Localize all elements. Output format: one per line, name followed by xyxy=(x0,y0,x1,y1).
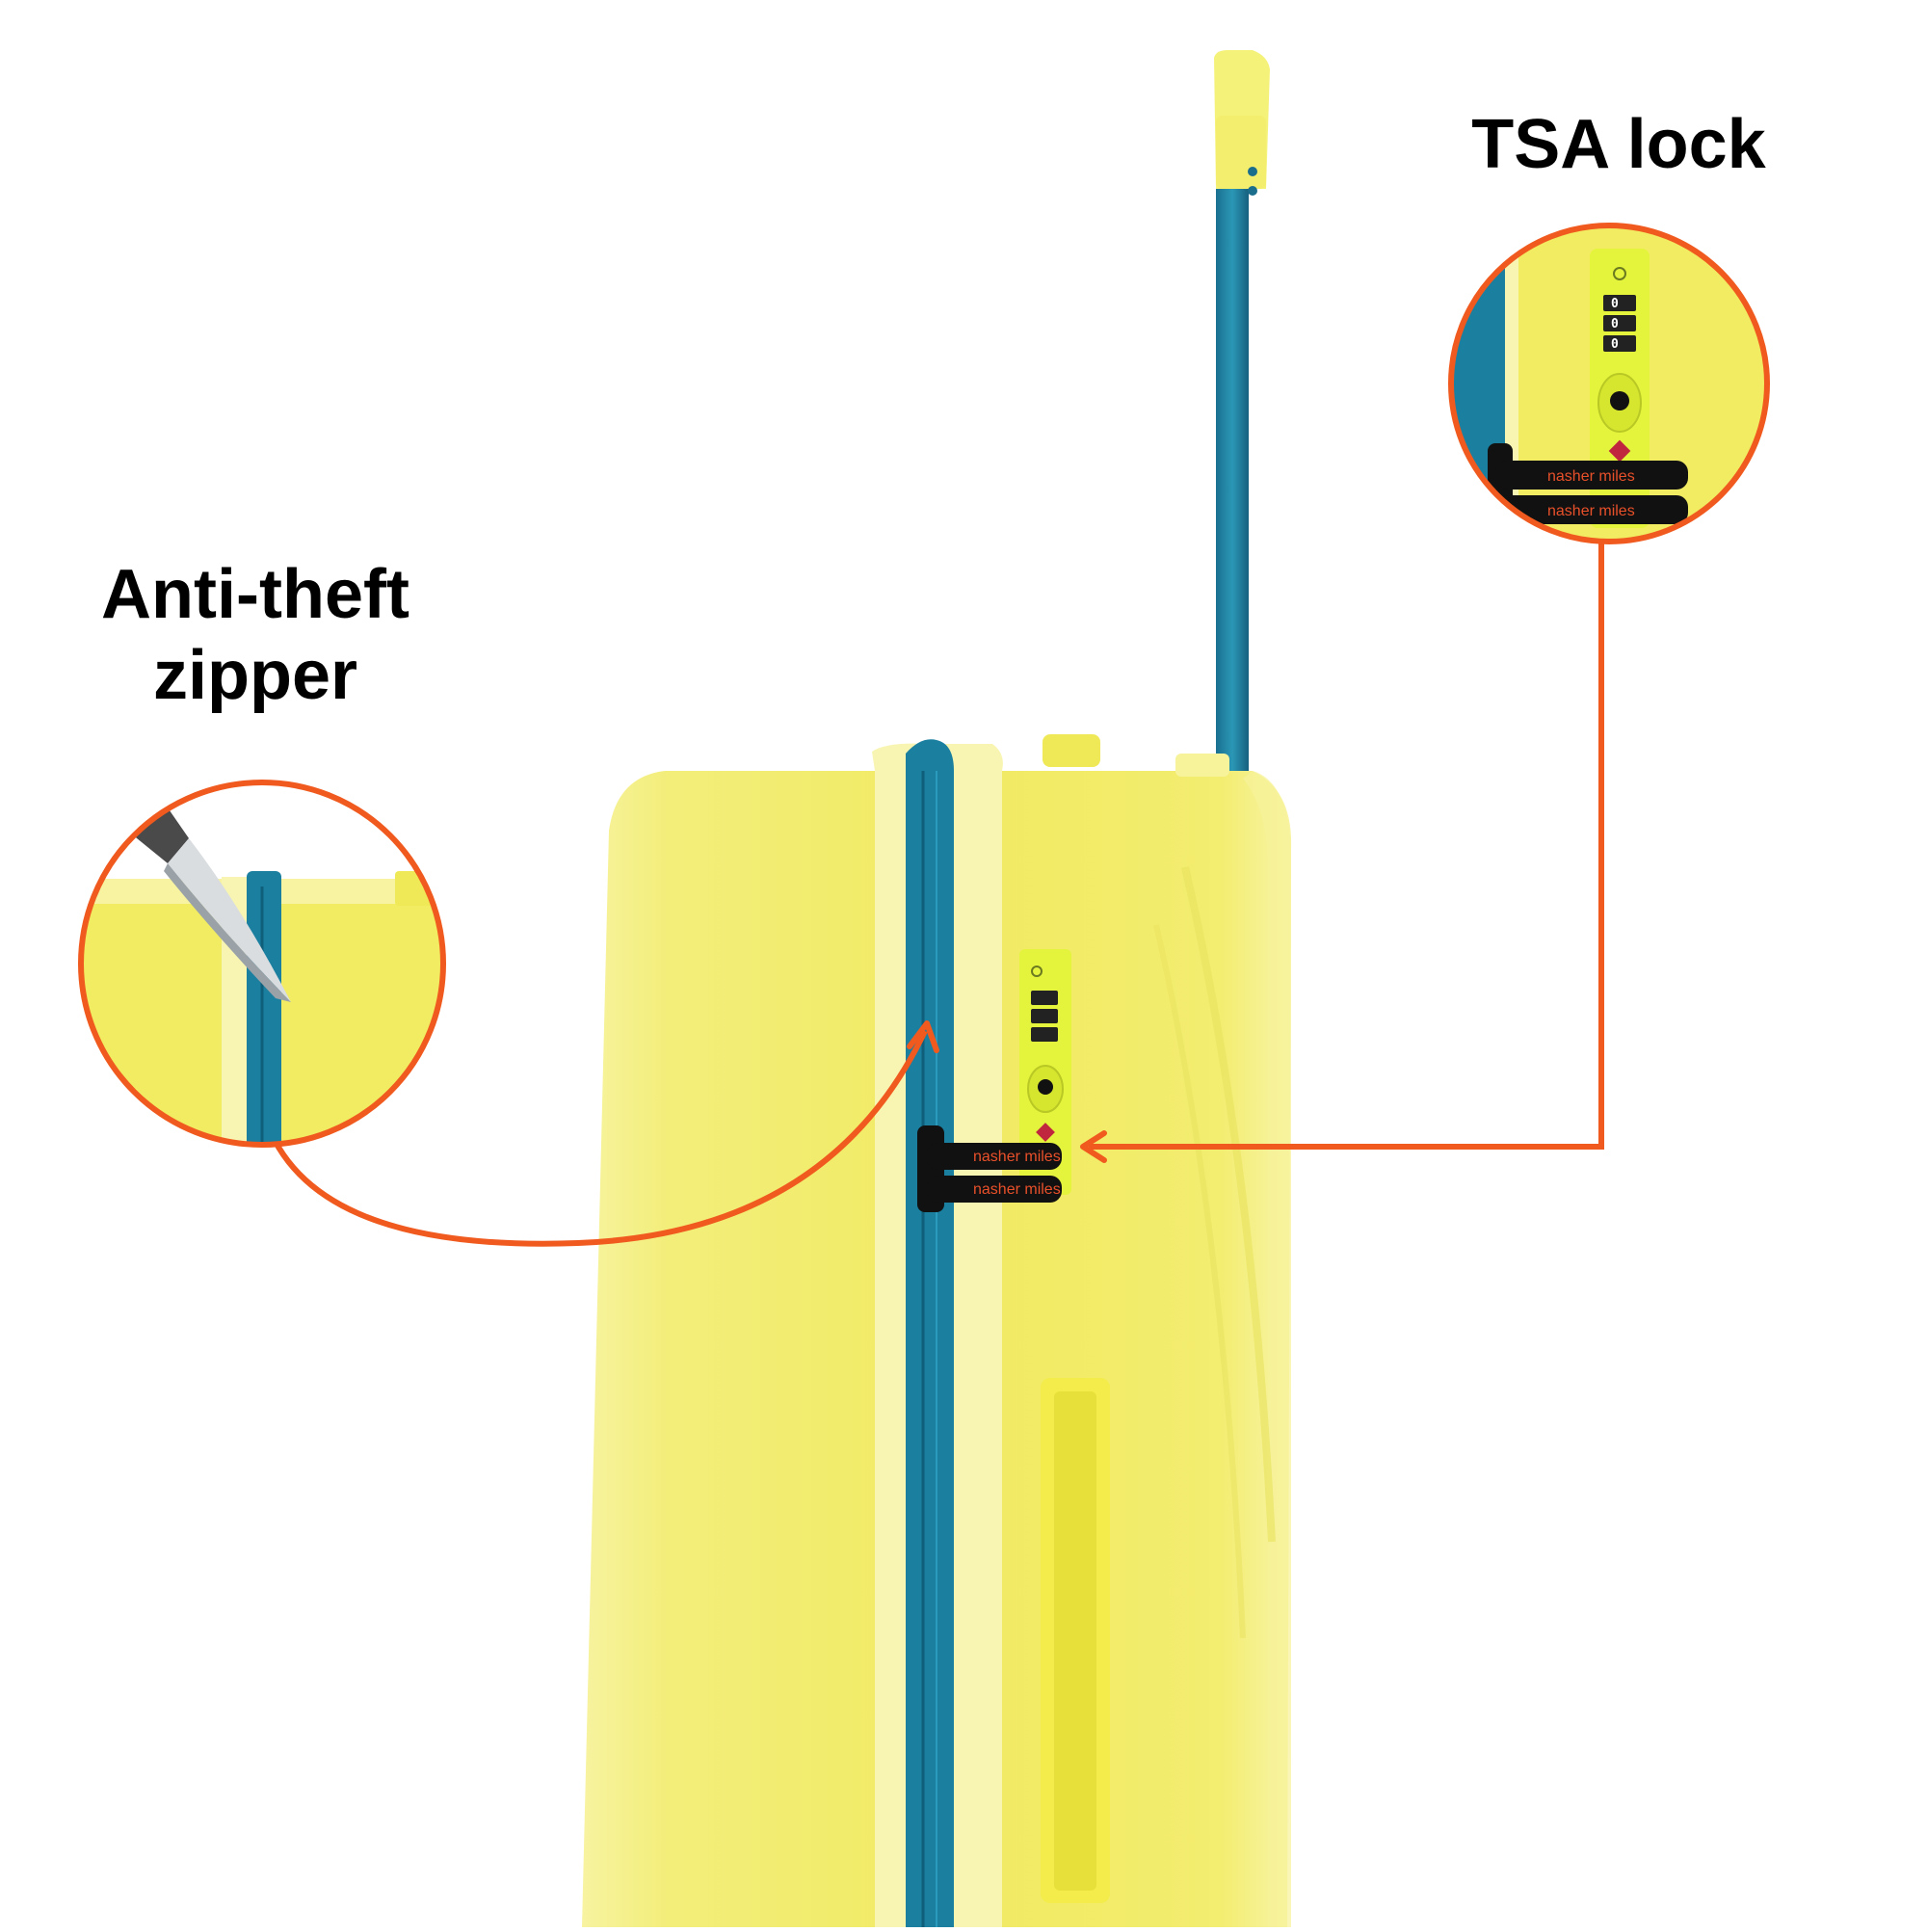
anti-theft-zipper-label: Anti-theft zipper xyxy=(101,556,409,714)
tsa-lock-label: TSA lock xyxy=(1471,106,1766,183)
closeup-tag-brand-1: nasher miles xyxy=(1547,468,1635,485)
anti-theft-zipper-closeup xyxy=(78,780,446,1148)
callout-connectors xyxy=(265,542,1604,1247)
zipper-tag-brand-1: nasher miles xyxy=(973,1149,1061,1165)
lock-dial-2: 0 xyxy=(1611,317,1619,331)
zipper-tag-brand-2: nasher miles xyxy=(973,1181,1061,1198)
zipper-pulls-on-case: nasher miles nasher miles xyxy=(917,1125,1062,1212)
closeup-tag-brand-2: nasher miles xyxy=(1547,503,1635,519)
suitcase-body xyxy=(582,734,1292,1927)
lock-dial-3: 0 xyxy=(1611,337,1619,352)
tsa-lock-closeup: 0 0 0 nasher miles nasher miles xyxy=(1448,223,1770,544)
lock-dial-1: 0 xyxy=(1611,297,1619,311)
trolley-handle xyxy=(1214,50,1270,790)
tsa-lock-on-case xyxy=(1019,949,1071,1195)
